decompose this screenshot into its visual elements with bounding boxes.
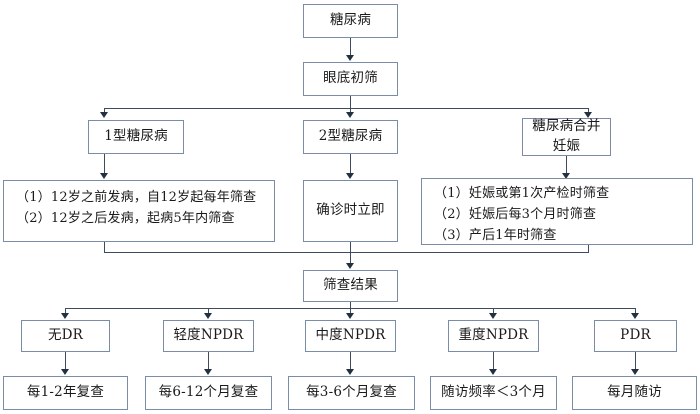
connector-merge-to-result bbox=[350, 242, 351, 267]
node-outcome-followup-1[interactable]: 每1-2年复查 bbox=[3, 376, 128, 410]
connector-result-stem bbox=[350, 302, 351, 308]
pregnancy-label-line-2: 妊娠 bbox=[552, 138, 581, 154]
node-outcome-grade-1[interactable]: 无DR bbox=[21, 320, 110, 352]
arrow-pregnancy-to-detail bbox=[562, 173, 570, 179]
connector-grade-5-to-followup bbox=[635, 352, 636, 370]
node-type-1-diabetes[interactable]: 1型糖尿病 bbox=[88, 120, 184, 154]
connector-grade-1-to-followup bbox=[65, 352, 66, 370]
connector-root-to-screening bbox=[350, 38, 351, 56]
arrow-to-outcome-1 bbox=[61, 313, 69, 319]
node-outcome-grade-3[interactable]: 中度NPDR bbox=[305, 320, 396, 352]
arrow-type1-to-detail bbox=[100, 173, 108, 179]
arrow-to-type2 bbox=[346, 112, 354, 118]
connector-branch-distributor-bar bbox=[104, 108, 588, 109]
connector-drop-outcome-3 bbox=[350, 308, 351, 317]
node-pregnancy-screening-detail[interactable]: （1）妊娠或第1次产检时筛查 （2）妊娠后每3个月时筛查 （3）产后1年时筛查 bbox=[421, 178, 693, 245]
node-outcome-followup-3[interactable]: 每3-6个月复查 bbox=[288, 376, 415, 410]
node-outcome-grade-5[interactable]: PDR bbox=[594, 320, 677, 352]
connector-drop-outcome-4 bbox=[493, 308, 494, 317]
arrow-to-pregnancy bbox=[584, 112, 592, 118]
node-outcome-grade-2[interactable]: 轻度NPDR bbox=[163, 320, 254, 352]
node-initial-fundus-screening[interactable]: 眼底初筛 bbox=[303, 62, 398, 96]
connector-screening-stem bbox=[350, 96, 351, 108]
connector-grade-4-to-followup bbox=[493, 352, 494, 370]
arrow-grade-4-to-followup bbox=[489, 369, 497, 375]
arrow-merge-to-result bbox=[346, 263, 354, 269]
arrow-to-outcome-4 bbox=[489, 313, 497, 319]
pregnancy-detail-line-2: （2）妊娠后每3个月时筛查 bbox=[434, 207, 597, 223]
arrow-grade-2-to-followup bbox=[204, 369, 212, 375]
connector-drop-outcome-2 bbox=[208, 308, 209, 317]
arrow-to-outcome-5 bbox=[631, 313, 639, 319]
pregnancy-detail-line-3: （3）产后1年时筛查 bbox=[434, 228, 557, 244]
arrow-to-outcome-2 bbox=[204, 313, 212, 319]
connector-drop-outcome-5 bbox=[635, 308, 636, 317]
node-outcome-grade-4[interactable]: 重度NPDR bbox=[448, 320, 539, 352]
node-type-2-diabetes[interactable]: 2型糖尿病 bbox=[303, 120, 398, 154]
node-screening-result[interactable]: 筛查结果 bbox=[303, 270, 398, 302]
connector-type2-to-detail bbox=[350, 154, 351, 174]
connector-type1-to-detail bbox=[104, 154, 105, 174]
node-type1-screening-detail[interactable]: （1）12岁之前发病，自12岁起每年筛查 （2）12岁之后发病，起病5年内筛查 bbox=[3, 180, 275, 242]
arrow-grade-3-to-followup bbox=[346, 369, 354, 375]
arrow-to-outcome-3 bbox=[346, 313, 354, 319]
node-diabetes-with-pregnancy[interactable]: 糖尿病合并 妊娠 bbox=[522, 118, 611, 156]
pregnancy-label-line-1: 糖尿病合并 bbox=[532, 118, 601, 135]
pregnancy-detail-line-1: （1）妊娠或第1次产检时筛查 bbox=[434, 186, 610, 201]
connector-grade-3-to-followup bbox=[350, 352, 351, 370]
arrow-root-to-screening bbox=[346, 55, 354, 61]
arrow-to-type1 bbox=[100, 112, 108, 118]
node-outcome-followup-2[interactable]: 每6-12个月复查 bbox=[145, 376, 272, 410]
arrow-type2-to-detail bbox=[346, 173, 354, 179]
type1-detail-line-1: （1）12岁之前发病，自12岁起每年筛查 bbox=[16, 190, 257, 205]
type1-detail-line-2: （2）12岁之后发病，起病5年内筛查 bbox=[16, 211, 235, 227]
arrow-grade-1-to-followup bbox=[61, 369, 69, 375]
arrow-grade-5-to-followup bbox=[631, 369, 639, 375]
connector-merge-bar bbox=[104, 252, 588, 253]
node-type2-screening-detail[interactable]: 确诊时立即 bbox=[303, 180, 398, 242]
connector-pregnancy-detail-down bbox=[588, 245, 589, 253]
connector-drop-outcome-1 bbox=[65, 308, 66, 317]
node-outcome-followup-4[interactable]: 随访频率＜3个月 bbox=[430, 376, 557, 410]
node-outcome-followup-5[interactable]: 每月随访 bbox=[572, 376, 697, 410]
connector-grade-2-to-followup bbox=[208, 352, 209, 370]
connector-type1-detail-down bbox=[104, 242, 105, 253]
connector-pregnancy-to-detail bbox=[566, 156, 567, 174]
node-diabetes[interactable]: 糖尿病 bbox=[303, 4, 398, 38]
